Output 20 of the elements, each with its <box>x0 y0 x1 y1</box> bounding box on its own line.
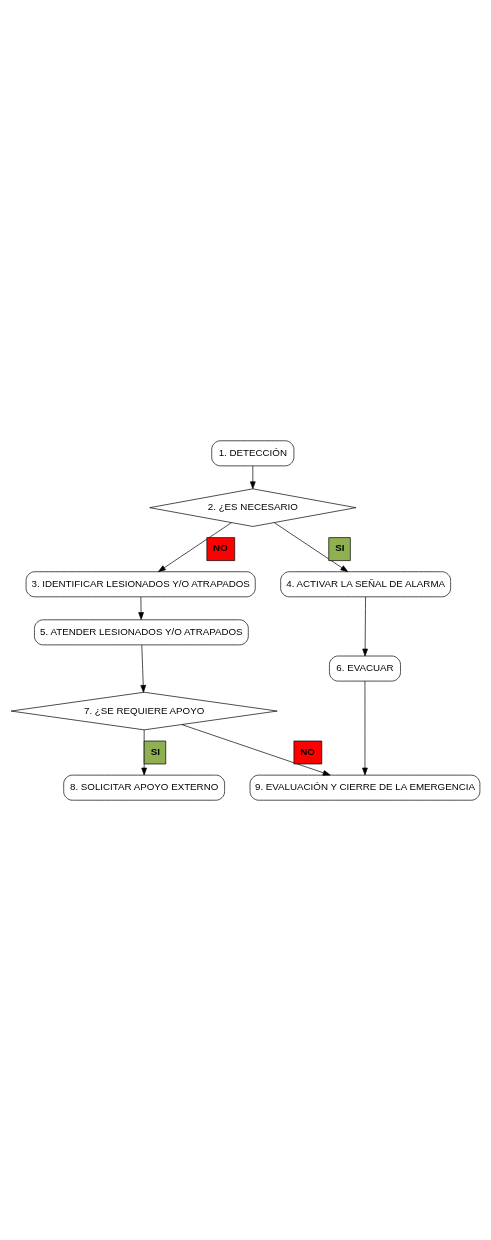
arrow <box>250 465 256 489</box>
edge-label: NO <box>213 541 228 553</box>
edge-label: SI <box>335 541 345 553</box>
arrow <box>362 596 368 656</box>
arrow <box>181 723 331 776</box>
arrow <box>141 729 147 775</box>
node-box: 5. ATENDER LESIONADOS Y/O ATRAPADOS <box>34 618 249 645</box>
node-box: 1. DETECCIÓN <box>211 439 295 466</box>
node-diamond: 7. ¿SE REQUIERE APOYO <box>10 691 278 730</box>
arrow <box>138 596 144 620</box>
edge-label: NO <box>300 745 315 757</box>
node-box: 8. SOLICITAR APOYO EXTERNO <box>63 774 225 801</box>
arrow <box>140 644 147 693</box>
node-box: 6. EVACUAR <box>329 655 401 681</box>
node-box: 9. EVALUACIÓN Y CIERRE DE LA EMERGENCIA <box>249 774 481 801</box>
node-box: 3. IDENTIFICAR LESIONADOS Y/O ATRAPADOS <box>25 570 256 597</box>
node-diamond: 2. ¿ES NECESARIO <box>149 488 357 527</box>
arrow <box>362 680 368 775</box>
node-box: 4. ACTIVAR LA SEÑAL DE ALARMA <box>280 570 451 597</box>
edge-label: SI <box>150 745 160 757</box>
